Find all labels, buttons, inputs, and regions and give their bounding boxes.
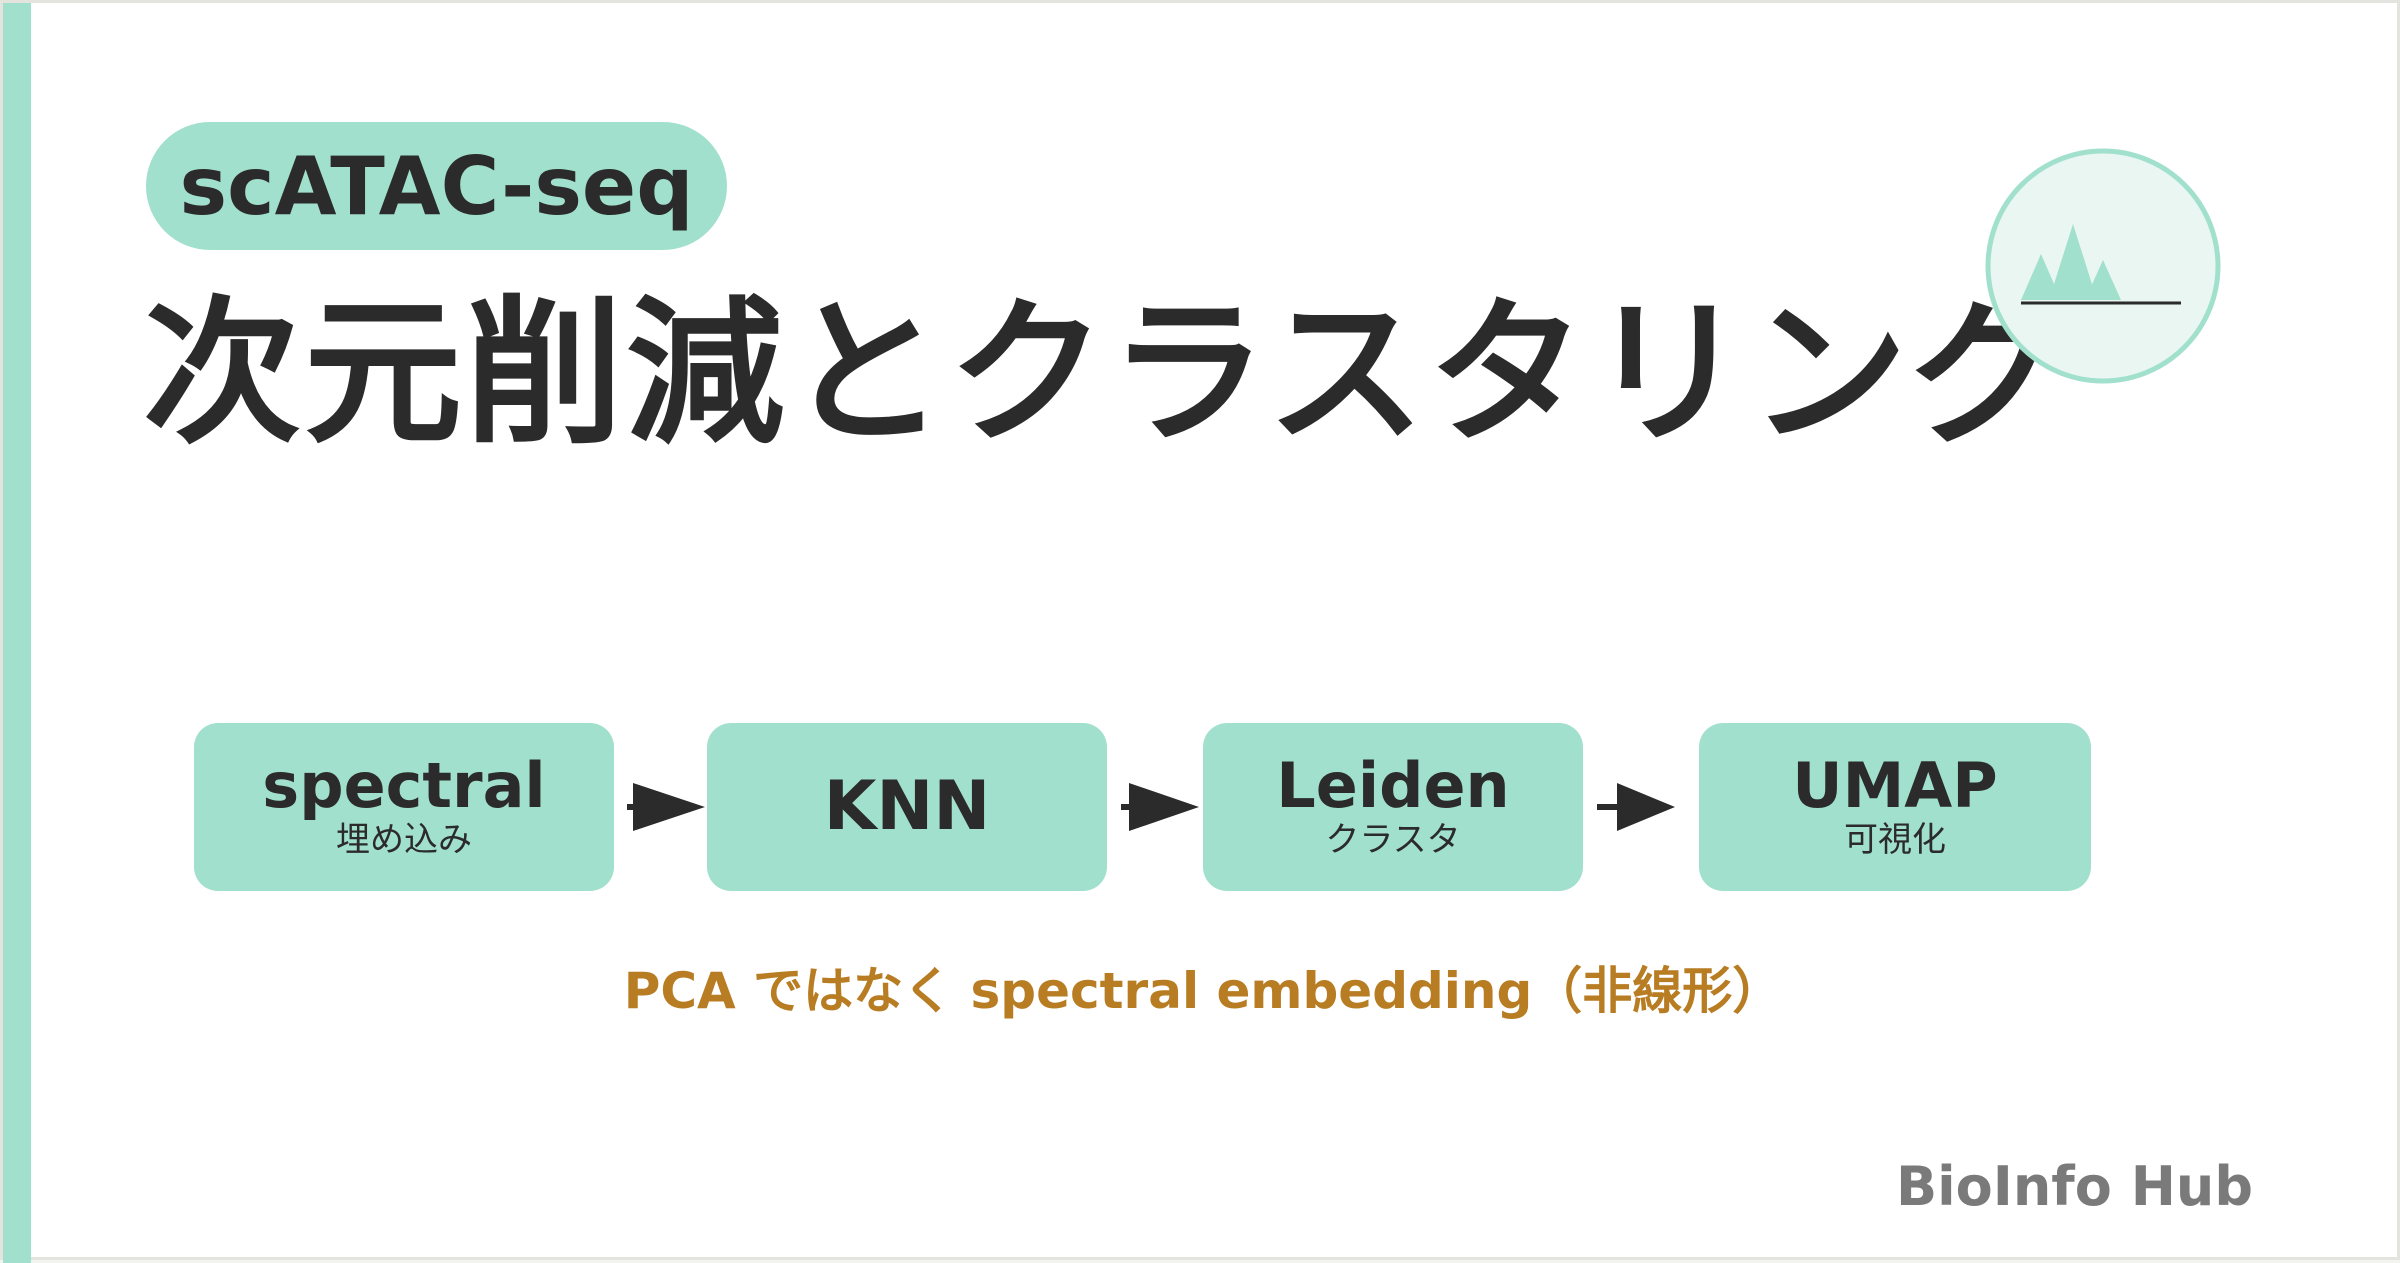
step-umap: UMAP 可視化: [1699, 723, 2091, 891]
step-sublabel: クラスタ: [1325, 820, 1461, 861]
arrow-right-icon: [1597, 783, 1675, 831]
step-label: Leiden: [1276, 749, 1510, 823]
accent-bar: [3, 3, 31, 1263]
step-label: KNN: [823, 767, 991, 847]
topic-tag: scATAC-seq: [146, 122, 727, 250]
step-label: UMAP: [1792, 749, 1998, 823]
arrow-right-icon: [627, 783, 705, 831]
method-note: PCA ではなく spectral embedding（非線形）: [623, 962, 1783, 1020]
step-sublabel: 可視化: [1844, 820, 1946, 861]
step-knn: KNN: [707, 723, 1107, 891]
step-label: spectral: [262, 749, 546, 823]
step-leiden: Leiden クラスタ: [1203, 723, 1583, 891]
step-spectral: spectral 埋め込み: [194, 723, 614, 891]
arrow-right-icon: [1121, 783, 1199, 831]
brand-name: BioInfo Hub: [1896, 1155, 2253, 1218]
peaks-logo-icon: [1985, 148, 2221, 384]
page-title: 次元削減とクラスタリング: [143, 282, 2072, 466]
step-sublabel: 埋め込み: [336, 820, 472, 861]
